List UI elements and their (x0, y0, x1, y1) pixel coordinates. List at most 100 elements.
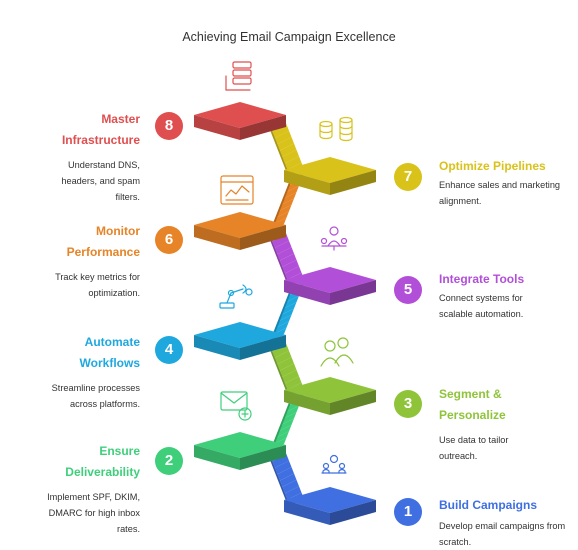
stair-step (272, 431, 289, 445)
stair-riser (282, 486, 285, 499)
step-7-description: Enhance sales and marketing alignment. (439, 180, 561, 206)
step-4-title: Automate Workflows (79, 335, 140, 370)
stair-step (280, 253, 297, 267)
stair-riser (275, 247, 278, 260)
step-4-number: 4 (155, 336, 183, 364)
step-5-description: Connect systems for scalable automation. (439, 293, 524, 319)
stair-riser (282, 302, 285, 315)
landing-7-right-face (330, 170, 376, 195)
stair-step (272, 211, 289, 225)
stair-riser (277, 144, 280, 156)
stair-step (275, 460, 292, 475)
step-6-description: Track key metrics for optimization. (55, 272, 140, 298)
step-7-title: Optimize Pipelines (439, 159, 546, 173)
stair-step (277, 247, 294, 261)
stair-riser (272, 131, 275, 143)
landing-8-right-face (240, 115, 286, 140)
stair-riser (285, 406, 288, 418)
stair-step (275, 314, 292, 329)
step-8-title: Master Infrastructure (61, 112, 140, 147)
landing-3-right-face (330, 390, 376, 415)
stair-step (277, 137, 294, 151)
stair-step (280, 192, 297, 206)
stair-step (277, 467, 294, 481)
step-4-description: Streamline processes across platforms. (51, 383, 140, 409)
landing-4-left-face (194, 335, 240, 360)
stair-riser (285, 186, 288, 198)
stair-step (282, 479, 299, 494)
stair-step (272, 321, 289, 335)
landing-5-right-face (330, 280, 376, 305)
step-8-description: Understand DNS, headers, and spam filter… (61, 160, 140, 202)
server-rack-icon (225, 61, 252, 91)
stair-step (275, 424, 292, 439)
stair-step (282, 185, 299, 200)
stair-step (275, 350, 292, 365)
step-1-title: Build Campaigns (439, 498, 538, 512)
stair-step (282, 259, 299, 274)
step-4-label: Automate Workflows Streamline processes … (40, 332, 140, 412)
stair-riser (282, 376, 285, 389)
stair-riser (275, 357, 278, 370)
stair-riser (277, 205, 280, 217)
step-5-label: Integrate Tools Connect systems for scal… (439, 269, 549, 322)
stair-step (282, 405, 299, 420)
stair-riser (285, 296, 288, 308)
step-6-number: 6 (155, 226, 183, 254)
step-7-label: Optimize Pipelines Enhance sales and mar… (439, 156, 569, 209)
diagram-title: Achieving Email Campaign Excellence (182, 30, 396, 44)
stair-riser (277, 474, 280, 486)
stair-riser (282, 412, 285, 425)
database-stack-icon (319, 116, 353, 142)
stair-step (275, 130, 292, 145)
stair-riser (277, 254, 280, 266)
landing-7-left-face (284, 170, 330, 195)
stair-riser (277, 315, 280, 327)
step-2-label: Ensure Deliverability Implement SPF, DKI… (40, 441, 140, 537)
network-person-icon (320, 226, 348, 251)
stair-step (275, 240, 292, 255)
stair-step (277, 308, 294, 322)
stair-step (280, 363, 297, 377)
stair-riser (275, 211, 278, 224)
step-3-number: 3 (394, 390, 422, 418)
stair-step (272, 124, 289, 138)
stair-riser (282, 156, 285, 169)
email-add-icon (220, 391, 252, 421)
stair-step (272, 234, 289, 248)
landing-5-left-face (284, 280, 330, 305)
stair-step (285, 376, 302, 390)
step-6-label: Monitor Performance Track key metrics fo… (40, 221, 140, 301)
landing-8-left-face (194, 115, 240, 140)
step-8-label: Master Infrastructure Understand DNS, he… (40, 109, 140, 205)
stair-step (275, 204, 292, 219)
dashboard-chart-icon (220, 175, 254, 205)
stair-riser (282, 192, 285, 205)
team-meeting-icon (321, 454, 347, 474)
stair-riser (272, 241, 275, 253)
stair-riser (280, 480, 283, 492)
step-2-description: Implement SPF, DKIM, DMARC for high inbo… (47, 492, 140, 534)
robot-arm-icon (219, 284, 253, 309)
step-2-title: Ensure Deliverability (65, 444, 140, 479)
stair-step (272, 454, 289, 468)
step-5-title: Integrate Tools (439, 272, 525, 286)
stair-riser (275, 321, 278, 334)
stair-step (282, 369, 299, 384)
step-8-number: 8 (155, 112, 183, 140)
stair-step (282, 295, 299, 310)
stair-riser (272, 461, 275, 473)
step-1-label: Build Campaigns Develop email campaigns … (439, 495, 569, 550)
landing-6-right-face (240, 225, 286, 250)
stair-riser (280, 309, 283, 321)
stair-riser (280, 419, 283, 431)
stair-step (282, 149, 299, 164)
stair-riser (277, 425, 280, 437)
stair-riser (280, 150, 283, 162)
stair-step (280, 473, 297, 487)
stair-step (277, 357, 294, 371)
step-7-number: 7 (394, 163, 422, 191)
landing-2-right-face (240, 445, 286, 470)
people-icon (320, 337, 354, 367)
landing-1-right-face (330, 500, 376, 525)
